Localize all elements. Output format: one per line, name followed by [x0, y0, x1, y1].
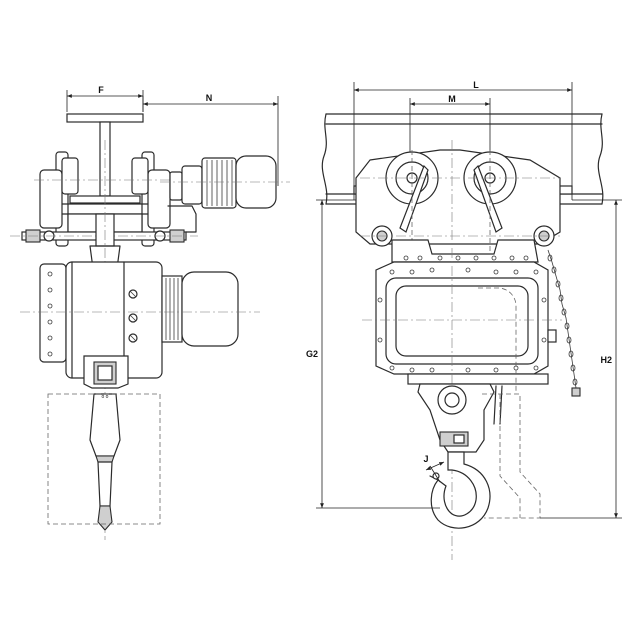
dimension-n: N: [142, 93, 279, 186]
hand-chain: [547, 249, 581, 397]
label-m: M: [448, 94, 456, 104]
dimension-m: M: [409, 94, 491, 158]
dimension-g2: G2: [306, 199, 440, 509]
side-view: F N: [10, 85, 290, 540]
label-f: F: [98, 85, 104, 95]
travel-motor: [160, 155, 290, 233]
label-g2: G2: [306, 349, 318, 359]
label-n: N: [206, 93, 213, 103]
hook-block-side: o o: [47, 355, 161, 531]
dimension-h2: H2: [540, 199, 622, 519]
pendant-marking: o o: [102, 394, 109, 400]
label-j: J: [423, 454, 428, 464]
label-l: L: [473, 80, 479, 90]
hoist-body-side: [20, 261, 260, 379]
dimension-l: L: [353, 80, 573, 200]
trolley-front: [355, 149, 561, 260]
front-view: L M: [306, 80, 622, 560]
dimension-j: J: [423, 454, 445, 483]
dimension-f: F: [66, 85, 144, 112]
hoist-body-front: [362, 140, 562, 560]
label-h2: H2: [600, 355, 612, 365]
hook-block-front: [417, 383, 541, 529]
